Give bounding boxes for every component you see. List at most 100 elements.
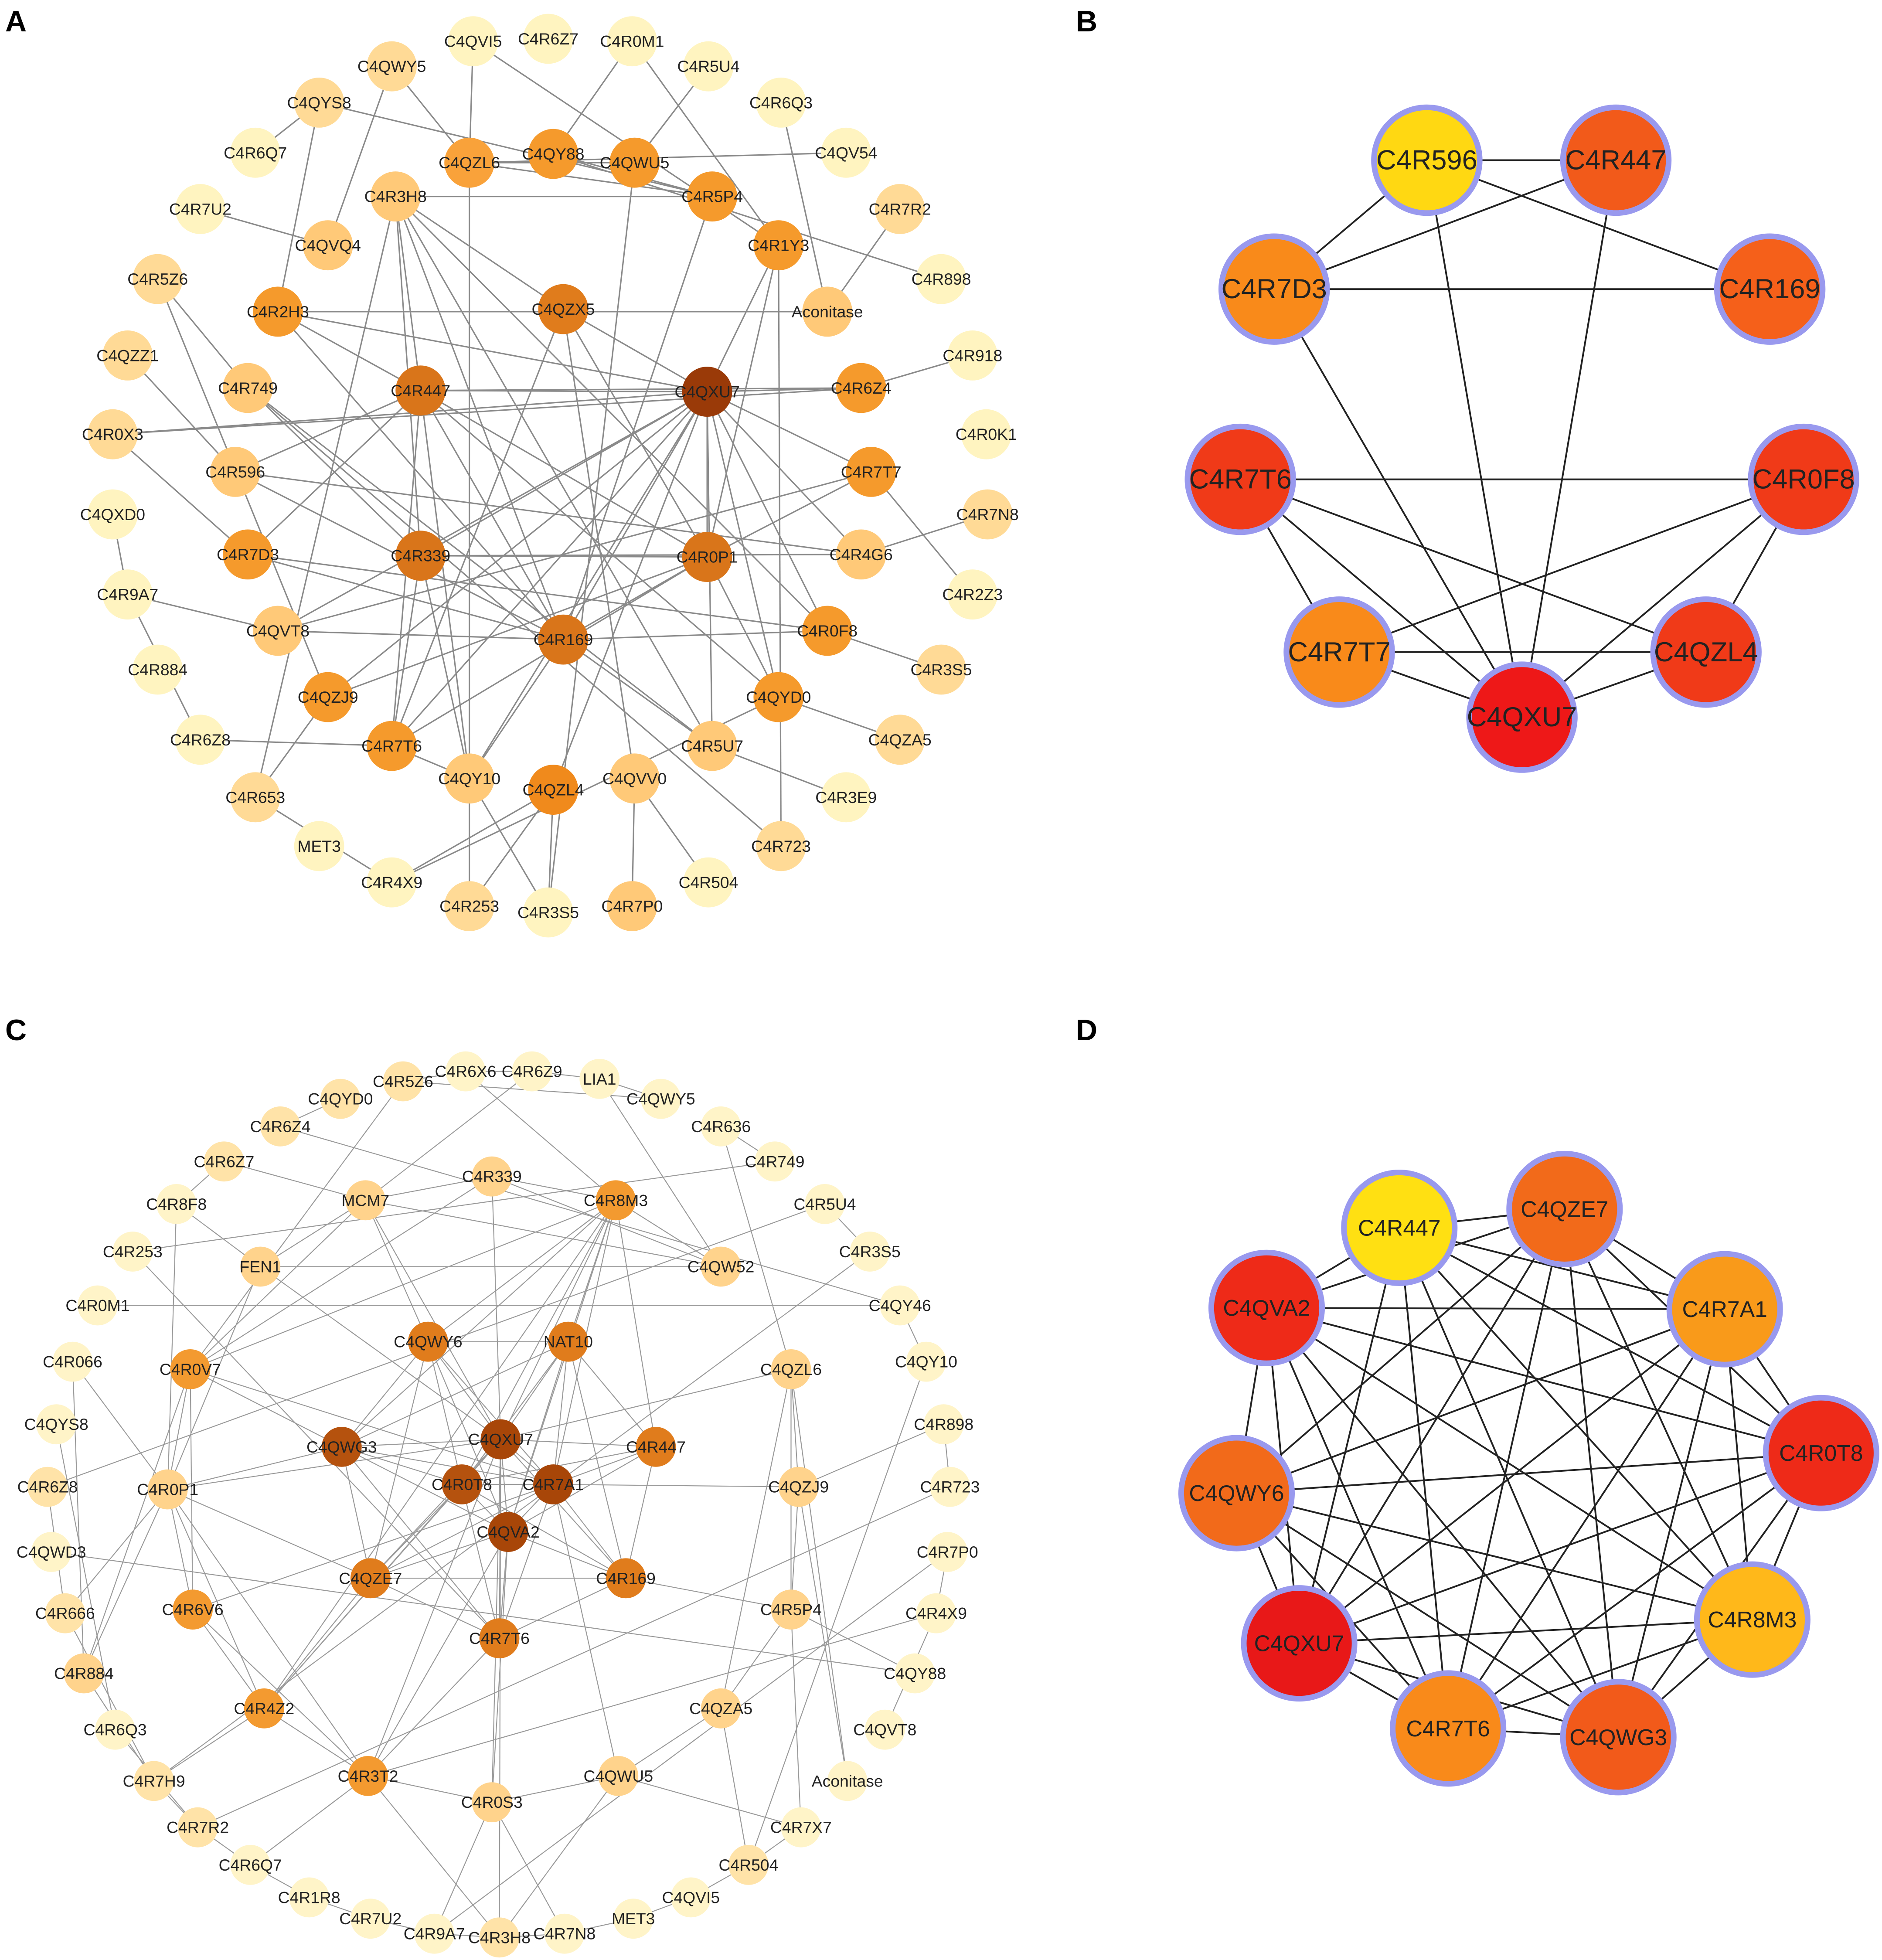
edge — [706, 391, 779, 698]
edge — [83, 1489, 168, 1674]
edge — [370, 1341, 429, 1579]
node-label: C4R5P4 — [760, 1600, 822, 1619]
node: C4QXD0 — [80, 489, 145, 540]
node-circle — [528, 765, 579, 815]
edge — [492, 1176, 616, 1201]
node: C4QVI5 — [444, 16, 502, 67]
edge — [1426, 160, 1523, 718]
node-label: C4QWD3 — [17, 1543, 86, 1561]
node-label: C4R898 — [912, 270, 971, 288]
node-circle — [683, 857, 734, 908]
node-circle — [875, 715, 925, 765]
node-label: C4R3T2 — [338, 1767, 398, 1785]
node: C4R4X9 — [905, 1593, 967, 1633]
node: C4R7X7 — [770, 1807, 832, 1848]
node-label: C4R5U4 — [677, 57, 739, 75]
node: C4R0F8 — [1748, 423, 1859, 535]
edge — [278, 311, 708, 393]
node: C4QVA2 — [476, 1512, 540, 1552]
edge — [562, 309, 708, 558]
node-label: C4QVV0 — [602, 769, 667, 788]
node-label: C4QVA2 — [1223, 1295, 1310, 1320]
edge — [420, 390, 470, 779]
edge — [420, 390, 564, 640]
edge — [365, 1200, 721, 1267]
node-label: C4R8F8 — [146, 1195, 207, 1213]
node-label: C4QZE7 — [1521, 1196, 1608, 1222]
edge — [562, 309, 636, 779]
node-circle — [544, 1913, 585, 1954]
edge — [250, 1776, 368, 1865]
node: MCM7 — [341, 1180, 389, 1221]
node-circle — [348, 1756, 388, 1796]
panel-label-a: A — [5, 5, 27, 38]
node-circle — [607, 16, 657, 67]
node-circle — [548, 1321, 589, 1362]
node-circle — [1224, 239, 1324, 339]
edge — [1521, 479, 1804, 718]
node: C4R3E9 — [815, 772, 877, 823]
edge — [1399, 1227, 1753, 1620]
node-label: C4QZL4 — [1654, 637, 1758, 667]
edge — [277, 102, 320, 312]
node: C4R723 — [751, 821, 811, 871]
node: C4R636 — [691, 1106, 751, 1147]
node-ring — [1208, 1249, 1325, 1366]
edge — [780, 102, 828, 312]
edge — [499, 1776, 619, 1938]
edge — [507, 1341, 569, 1532]
node-ring — [1283, 596, 1395, 708]
node: C4R7N8 — [533, 1913, 596, 1954]
node-circle — [102, 330, 153, 381]
edge — [167, 1489, 369, 1776]
node-label: C4R5Z6 — [127, 270, 188, 288]
edge — [428, 1341, 554, 1485]
node-circle — [444, 881, 494, 931]
node-label: C4QYD0 — [746, 688, 811, 706]
node-label: C4R653 — [225, 788, 285, 806]
edge — [65, 1489, 168, 1614]
node-circle — [802, 286, 853, 337]
node-label: C4R3E9 — [815, 788, 877, 806]
node-circle — [472, 1156, 512, 1197]
edge — [264, 1708, 368, 1776]
node: C4QZE7 — [1506, 1150, 1623, 1267]
node-circle — [1753, 429, 1854, 530]
edge — [132, 1251, 500, 1639]
node: C4QXU7 — [468, 1419, 533, 1460]
node-circle — [821, 127, 871, 178]
node-label: C4R447 — [391, 381, 450, 400]
node-circle — [683, 41, 734, 92]
edge — [190, 1081, 404, 1370]
node-circle — [395, 365, 446, 416]
node: C4QY10 — [895, 1341, 957, 1382]
edge — [720, 1126, 792, 1370]
node-label: C4R7N8 — [956, 505, 1019, 524]
edge — [395, 196, 713, 746]
edge — [563, 308, 708, 392]
node-label: C4R6Z8 — [170, 731, 231, 749]
edge — [706, 245, 779, 557]
edge — [500, 1368, 791, 1440]
edge — [190, 1200, 616, 1370]
edge — [255, 196, 396, 798]
node-circle — [947, 569, 998, 620]
edge — [790, 1609, 915, 1674]
node: C4QYD0 — [308, 1079, 373, 1119]
node-label: C4R0P1 — [137, 1480, 198, 1499]
edge — [1266, 1307, 1449, 1729]
node-label: C4R9A7 — [97, 585, 158, 604]
node-circle — [448, 16, 498, 67]
node-circle — [177, 1807, 218, 1848]
node: C4R7U2 — [339, 1899, 402, 1939]
node-circle — [175, 715, 225, 765]
node: C4R6V6 — [162, 1589, 224, 1630]
edge — [1236, 1208, 1565, 1494]
node: C4R596 — [205, 447, 265, 497]
node-circle — [230, 772, 281, 823]
node-circle — [230, 127, 281, 178]
edge — [508, 1446, 656, 1533]
edge — [83, 1369, 191, 1674]
node-circle — [147, 1469, 188, 1510]
node-circle — [1184, 1440, 1290, 1546]
